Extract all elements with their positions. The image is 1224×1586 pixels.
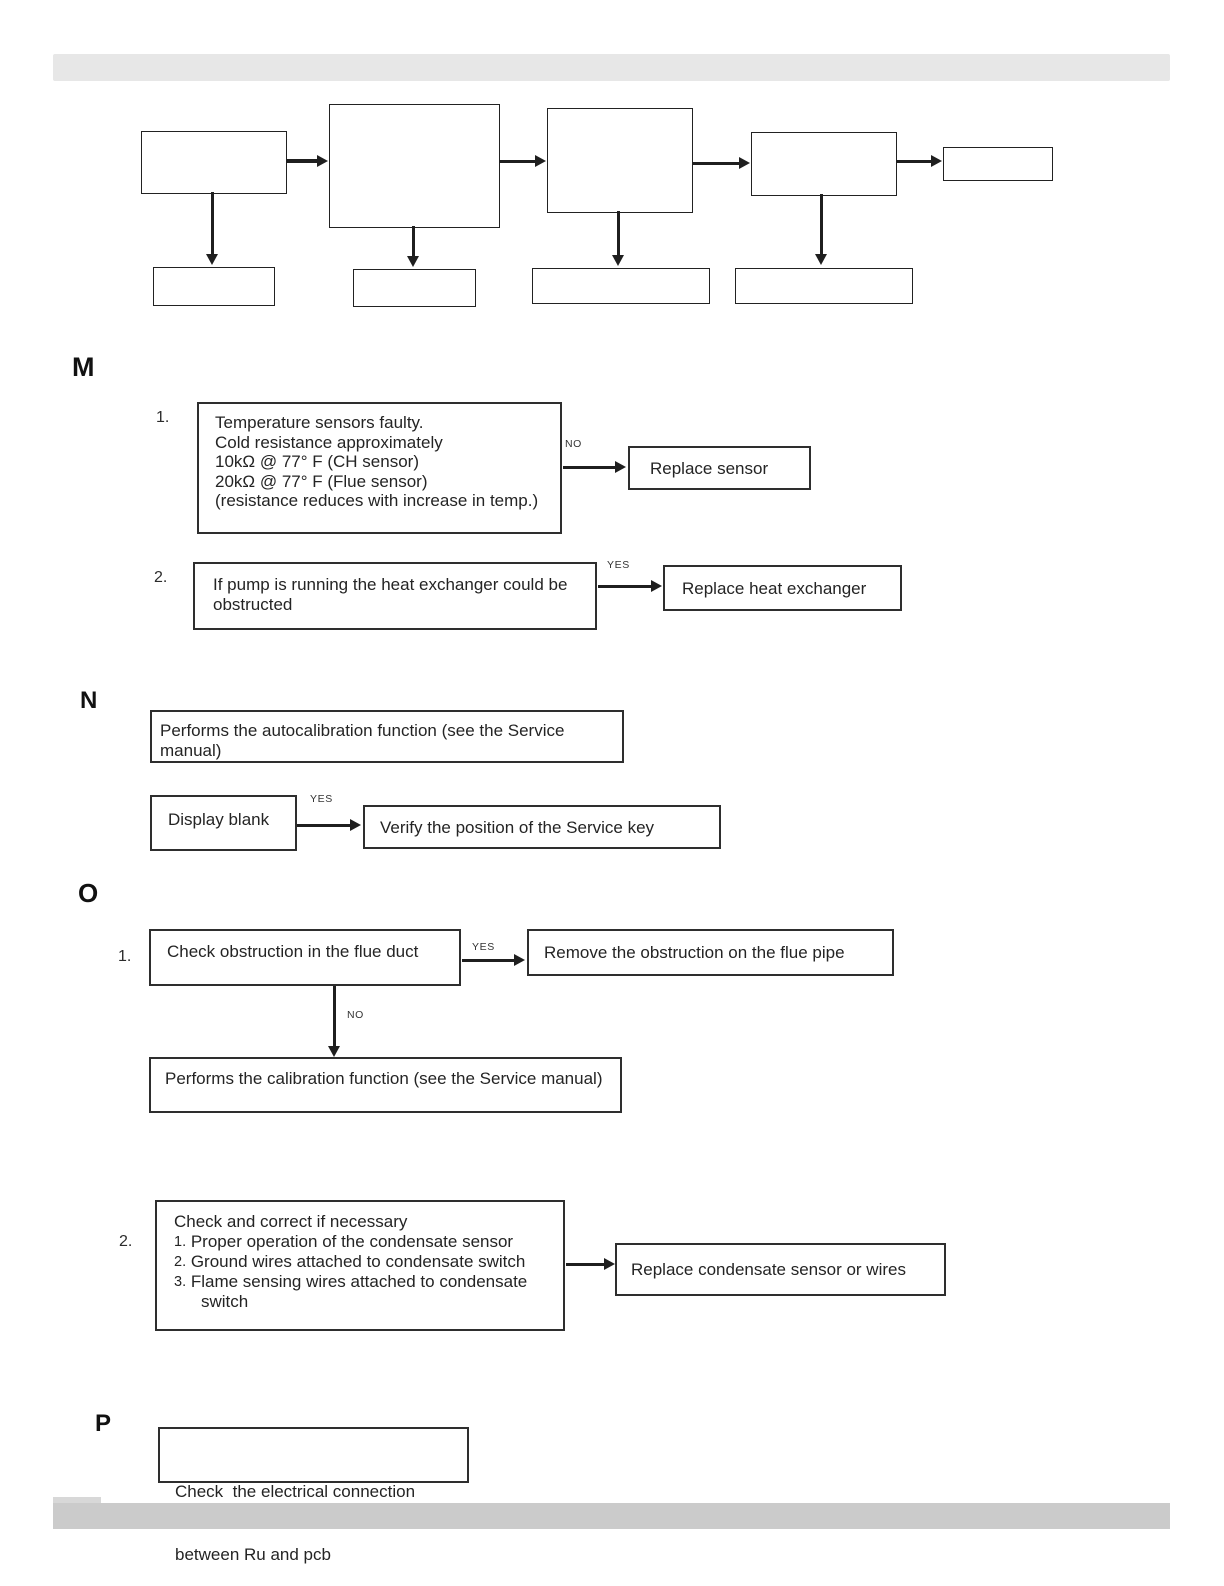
o-remove-obstruction-box: Remove the obstruction on the flue pipe xyxy=(527,929,894,976)
replace-sensor-box: Replace sensor xyxy=(628,446,811,490)
list-text: Proper operation of the condensate senso… xyxy=(190,1232,514,1251)
flow-down-arrow-1 xyxy=(211,192,214,254)
o-yes-label: YES xyxy=(472,941,495,953)
n-display-blank-box: Display blank xyxy=(150,795,297,851)
flow-arrow-4-5 xyxy=(896,160,931,163)
o-condensate-list-item: 2. Ground wires attached to condensate s… xyxy=(174,1252,563,1272)
n-verify-text: Verify the position of the Service key xyxy=(380,818,655,837)
o-calibration-text: Performs the calibration function (see t… xyxy=(165,1069,603,1088)
m-item1-line: Cold resistance approximately xyxy=(215,432,443,452)
list-text: Flame sensing wires attached to condensa… xyxy=(190,1272,528,1291)
n-arrow xyxy=(297,824,350,827)
p-line: Check the electrical connection xyxy=(175,1482,416,1501)
o-item1-number: 1. xyxy=(118,948,132,965)
bottom-gray-bar-notch xyxy=(53,1497,101,1505)
o-condensate-intro: Check and correct if necessary xyxy=(174,1212,408,1231)
o-condensate-wrap-line: switch xyxy=(201,1292,249,1311)
flow-down-arrow-4 xyxy=(820,194,823,254)
n-autocalibration-text: Performs the autocalibration function (s… xyxy=(160,721,565,760)
m-item1-arrow xyxy=(563,466,615,469)
replace-heat-exchanger-text: Replace heat exchanger xyxy=(682,579,867,598)
m-item1-line: 10kΩ @ 77° F (CH sensor) xyxy=(215,452,419,471)
flow-down-arrow-3 xyxy=(617,211,620,255)
o-check-flue-duct-box: Check obstruction in the flue duct xyxy=(149,929,461,986)
m-item1-no-label: NO xyxy=(565,438,582,450)
section-o-label: O xyxy=(78,878,99,908)
list-number: 1. xyxy=(174,1234,187,1250)
replace-sensor-text: Replace sensor xyxy=(650,459,769,478)
o-item2-number: 2. xyxy=(119,1233,133,1250)
m-item2-box: If pump is running the heat exchanger co… xyxy=(193,562,597,630)
o-remove-obstruction-text: Remove the obstruction on the flue pipe xyxy=(544,943,845,962)
o-item2-arrow xyxy=(566,1263,604,1266)
flow-bottom-box-4 xyxy=(735,268,913,304)
section-n-label: N xyxy=(80,687,98,714)
flow-box-3 xyxy=(547,108,693,213)
flow-box-1 xyxy=(141,131,287,194)
n-yes-label: YES xyxy=(310,793,333,805)
o-check-flue-duct-text: Check obstruction in the flue duct xyxy=(167,942,419,961)
o-no-label: NO xyxy=(347,1009,364,1021)
flow-box-5 xyxy=(943,147,1053,181)
flow-bottom-box-3 xyxy=(532,268,710,304)
p-line: between Ru and pcb xyxy=(175,1545,331,1564)
p-box: Check the electrical connection between … xyxy=(158,1427,469,1564)
flow-arrow-2-3 xyxy=(499,160,535,163)
flow-down-arrow-2 xyxy=(412,226,415,256)
o-condensate-check-box: Check and correct if necessary 1. Proper… xyxy=(155,1200,565,1331)
m-item2-line: If pump is running the heat exchanger co… xyxy=(213,575,568,594)
o-calibration-box: Performs the calibration function (see t… xyxy=(149,1057,622,1113)
m-item1-line: Temperature sensors faulty. xyxy=(215,413,424,432)
m-item1-line: (resistance reduces with increase in tem… xyxy=(215,491,539,510)
n-display-blank-text: Display blank xyxy=(168,810,270,829)
m-item1-box: Temperature sensors faulty. Cold resista… xyxy=(197,402,562,534)
replace-condensate-box: Replace condensate sensor or wires xyxy=(615,1243,946,1296)
n-autocalibration-box: Performs the autocalibration function (s… xyxy=(150,710,624,763)
flow-box-4 xyxy=(751,132,897,196)
flow-bottom-box-2 xyxy=(353,269,476,307)
flow-arrow-3-4 xyxy=(692,162,739,165)
flow-bottom-box-1 xyxy=(153,267,275,306)
o-condensate-list-item: 3. Flame sensing wires attached to conde… xyxy=(174,1272,563,1292)
m-item2-yes-label: YES xyxy=(607,559,630,571)
flow-arrow-1-2 xyxy=(286,159,317,163)
replace-heat-exchanger-box: Replace heat exchanger xyxy=(663,565,902,611)
m-item1-number: 1. xyxy=(156,409,170,426)
section-m-label: M xyxy=(72,352,95,382)
list-number: 2. xyxy=(174,1254,187,1270)
list-text: Ground wires attached to condensate swit… xyxy=(190,1252,526,1271)
m-item2-arrow xyxy=(598,585,651,588)
n-verify-box: Verify the position of the Service key xyxy=(363,805,721,849)
list-number: 3. xyxy=(174,1274,187,1290)
flow-box-2 xyxy=(329,104,500,228)
o-no-arrow xyxy=(333,986,336,1046)
top-gray-bar xyxy=(53,54,1170,81)
bottom-gray-bar xyxy=(53,1503,1170,1529)
m-item2-number: 2. xyxy=(154,569,168,586)
o-condensate-list-item: 1. Proper operation of the condensate se… xyxy=(174,1232,563,1252)
section-p-label: P xyxy=(95,1410,112,1437)
m-item2-line: obstructed xyxy=(213,594,293,614)
o-yes-arrow xyxy=(462,959,514,962)
m-item1-line: 20kΩ @ 77° F (Flue sensor) xyxy=(215,471,428,491)
replace-condensate-text: Replace condensate sensor or wires xyxy=(631,1260,906,1279)
